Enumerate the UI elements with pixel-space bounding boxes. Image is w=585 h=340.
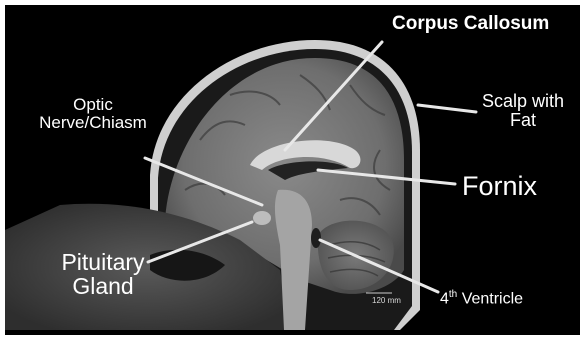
fourth-ventricle-shape (311, 228, 321, 248)
label-fourth-number: 4 (440, 290, 449, 307)
label-scalp-line1: Scalp with (478, 92, 568, 111)
label-optic-line2: Nerve/Chiasm (14, 114, 172, 132)
pituitary-shape (253, 211, 271, 225)
label-corpus-callosum: Corpus Callosum (392, 14, 549, 34)
label-optic-nerve-chiasm: Optic Nerve/Chiasm (14, 96, 172, 132)
label-fourth-ventricle: 4th Ventricle (440, 290, 523, 308)
label-pituitary-line1: Pituitary (48, 250, 158, 274)
label-fornix: Fornix (462, 172, 537, 200)
label-fourth-word: Ventricle (457, 290, 523, 307)
label-pituitary-line2: Gland (48, 274, 158, 298)
label-pituitary-gland: Pituitary Gland (48, 250, 158, 298)
label-scalp-with-fat: Scalp with Fat (478, 92, 568, 130)
label-fourth-suffix: th (449, 289, 457, 300)
label-scalp-line2: Fat (478, 111, 568, 130)
scale-bar-label: 120 mm (372, 297, 401, 305)
label-optic-line1: Optic (14, 96, 172, 114)
